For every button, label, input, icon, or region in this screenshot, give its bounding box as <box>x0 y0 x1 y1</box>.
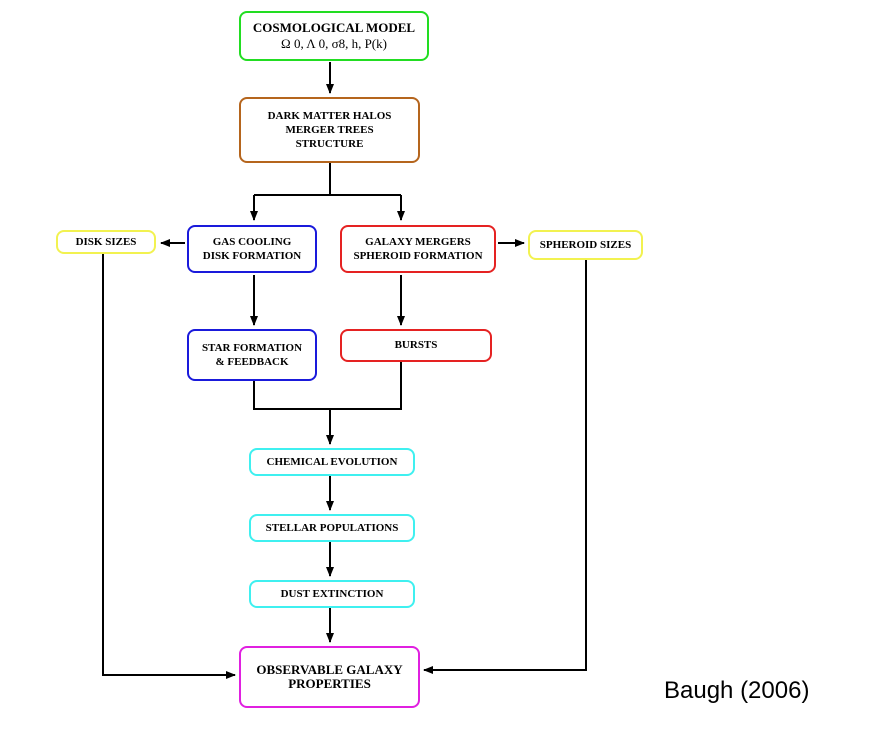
box-line: MERGER TREES <box>285 124 374 136</box>
box-line: GALAXY MERGERS <box>365 236 471 248</box>
dust-extinction-box: DUST EXTINCTION <box>249 580 415 608</box>
line-join <box>253 362 402 410</box>
arrow-spheroid-sizes-to-observable <box>423 260 587 674</box>
chemical-evolution-label: CHEMICAL EVOLUTION <box>266 456 398 468</box>
box-line: & FEEDBACK <box>215 356 289 368</box>
box-line: PROPERTIES <box>288 676 371 691</box>
spheroid-sizes-box: SPHEROID SIZES <box>528 230 643 260</box>
disk-sizes-box: DISK SIZES <box>56 230 156 254</box>
box-line: GAS COOLING <box>212 236 292 248</box>
observable-properties-box: OBSERVABLE GALAXY PROPERTIES <box>239 646 420 708</box>
cosmological-model-title: COSMOLOGICAL MODEL <box>252 20 416 35</box>
arrow-disk-sizes-to-observable <box>102 254 236 679</box>
box-line: OBSERVABLE GALAXY <box>256 662 403 677</box>
citation-label: Baugh (2006) <box>664 677 810 704</box>
chemical-evolution-box: CHEMICAL EVOLUTION <box>249 448 415 476</box>
dark-matter-halos-box: DARK MATTER HALOS MERGER TREES STRUCTURE <box>239 97 420 163</box>
dust-extinction-label: DUST EXTINCTION <box>280 588 384 600</box>
box-line: DARK MATTER HALOS <box>267 110 392 122</box>
bursts-box: BURSTS <box>340 329 492 362</box>
gas-cooling-box: GAS COOLING DISK FORMATION <box>187 225 317 273</box>
star-formation-box: STAR FORMATION & FEEDBACK <box>187 329 317 381</box>
spheroid-sizes-label: SPHEROID SIZES <box>539 239 632 251</box>
stellar-populations-box: STELLAR POPULATIONS <box>249 514 415 542</box>
box-line: STAR FORMATION <box>201 342 303 354</box>
box-line: STRUCTURE <box>295 138 364 150</box>
box-line: SPHEROID FORMATION <box>353 250 483 262</box>
disk-sizes-label: DISK SIZES <box>75 236 137 248</box>
cosmological-model-params: Ω 0, Λ 0, σ8, h, P(k) <box>281 36 387 51</box>
cosmological-model-box: COSMOLOGICAL MODEL Ω 0, Λ 0, σ8, h, P(k) <box>239 11 429 61</box>
galaxy-mergers-box: GALAXY MERGERS SPHEROID FORMATION <box>340 225 496 273</box>
box-line: DISK FORMATION <box>202 250 302 262</box>
bursts-label: BURSTS <box>394 339 438 351</box>
stellar-populations-label: STELLAR POPULATIONS <box>265 522 399 534</box>
